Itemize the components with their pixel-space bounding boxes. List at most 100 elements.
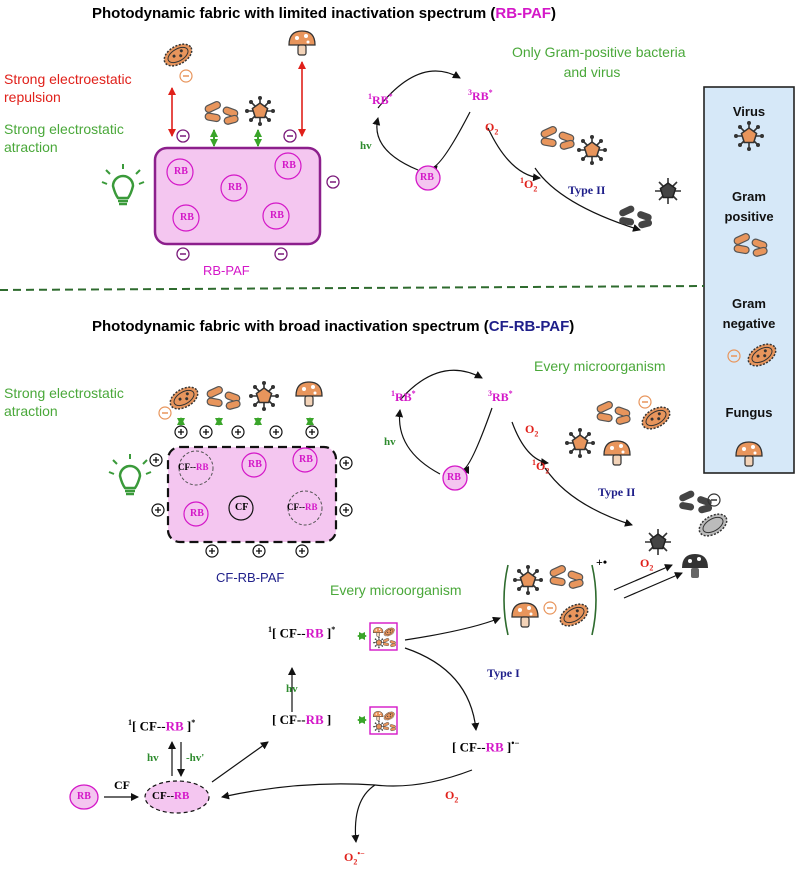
- triplet-rb-label: 3RB*: [468, 88, 493, 103]
- hv-label-3: hv: [147, 752, 159, 764]
- bracket-fungus: [511, 602, 539, 628]
- oxidation-arrow-1: [613, 564, 673, 591]
- fungus-icon: [288, 30, 316, 56]
- cf-rb-paf-rb-circles: [183, 447, 318, 527]
- minus-charge-icon: [179, 69, 193, 83]
- positive-charges: [149, 425, 353, 558]
- inactivated-bacteria: [618, 204, 653, 230]
- type2-label-2: Type II: [598, 485, 636, 499]
- bottom-attraction-arrows: [177, 417, 314, 426]
- cf-rb-complex-label: CF--RB: [152, 790, 190, 802]
- cf-rb-label: CF--RB: [287, 502, 318, 512]
- virus-target-2: [564, 427, 596, 459]
- positive-charge-crosses: [153, 429, 349, 554]
- radical-cation-charge: +•: [596, 555, 608, 569]
- rb-label: RB: [180, 212, 194, 223]
- hv-label-4: hv: [286, 683, 298, 695]
- rb-label: RB: [270, 210, 284, 221]
- rb-ground-state: [415, 165, 441, 191]
- cf-rb-paf-label: CF-RB-PAF: [216, 570, 285, 585]
- singlet-rb-label-2: 1RB*: [391, 389, 416, 404]
- rb-label: RB: [190, 508, 204, 519]
- hv-arrow: [372, 117, 419, 171]
- gram-positive-target-2: [595, 399, 632, 426]
- cf-arrow-label: CF: [114, 778, 130, 792]
- gram-negative-icon: [159, 38, 197, 72]
- rb-ground-label-2: RB: [447, 472, 461, 483]
- microbe-binding-arrow: [211, 741, 269, 783]
- radical-anion-label: [ CF--RB ]•−: [452, 738, 520, 755]
- rb-paf-fabric: [153, 146, 322, 246]
- top-title: Photodynamic fabric with limited inactiv…: [92, 5, 556, 22]
- superoxide-arrow: [351, 784, 376, 843]
- section-divider: [0, 285, 705, 291]
- cf-rb-complex-ground: [144, 780, 210, 814]
- rb-paf-rb-circles: [166, 152, 302, 232]
- excited-complex-label: 1[ CF--RB ]*: [128, 718, 196, 734]
- type1-arrow-down: [404, 647, 480, 731]
- inactivated-virus-2: [644, 528, 672, 556]
- inactivated-bacteria-2: [678, 489, 713, 515]
- rb-paf-label: RB-PAF: [203, 263, 250, 278]
- singlet-oxygen-label: 1O2: [520, 176, 538, 194]
- cf-rb-paf-fabric: [166, 445, 338, 544]
- fungus-icon-2: [295, 381, 323, 407]
- o2-label: O2: [485, 120, 499, 137]
- singlet-rb-label: 1RB*: [368, 92, 393, 107]
- rb-start-label: RB: [77, 791, 91, 802]
- virus-icon-2: [248, 380, 280, 412]
- legend-virus-label: Virus: [732, 104, 766, 119]
- type1-label: Type I: [487, 666, 520, 680]
- light-bulb-icon: [100, 162, 146, 206]
- o2-arrow: [487, 127, 541, 182]
- singlet-oxygen-label-2: 1O2: [532, 458, 550, 476]
- gram-positive-target: [539, 124, 576, 151]
- minus-hv-label: -hv': [186, 752, 205, 764]
- cf-circle: [228, 495, 254, 521]
- legend-panel: [703, 86, 795, 474]
- hv-label-2: hv: [384, 436, 396, 448]
- cf-label: CF: [235, 502, 249, 513]
- microbe-box-1-content: [372, 709, 397, 733]
- rb-label: RB: [282, 160, 296, 171]
- oxidation-arrow-2: [623, 572, 683, 599]
- bottom-title: Photodynamic fabric with broad inactivat…: [92, 318, 575, 335]
- isc-arrow-2: [399, 369, 483, 401]
- bracket-right: [591, 564, 597, 636]
- inactivated-virus: [654, 177, 682, 205]
- isc-arrow: [377, 70, 461, 109]
- bracket-rods: [548, 563, 585, 590]
- superoxide-label: O2•−: [344, 849, 365, 867]
- legend-fungus-label: Fungus: [725, 405, 773, 420]
- virus-icon: [244, 95, 276, 127]
- type1-arrow-up: [404, 616, 501, 641]
- cf-rb-label: CF--RB: [178, 462, 209, 472]
- rb-label: RB: [228, 182, 242, 193]
- bound-complex-label: [ CF--RB ]: [272, 712, 332, 727]
- excited-bound-complex-label: 1[ CF--RB ]*: [268, 625, 336, 641]
- hv-arrow-2: [395, 409, 441, 475]
- o2-arrow-2: [511, 421, 549, 467]
- o2-label-3: O2: [640, 556, 654, 573]
- type2-label: Type II: [568, 183, 606, 197]
- rb-label: RB: [174, 166, 188, 177]
- o2-label-2: O2: [525, 422, 539, 439]
- virus-target: [576, 134, 608, 166]
- cf-rb-complex-circles: [178, 450, 323, 526]
- gram-positive-icon-2: [205, 384, 242, 411]
- inactivated-gram-negative: [694, 508, 732, 542]
- rb-label: RB: [248, 459, 262, 470]
- every-microorganism-label-2: Every microorganism: [330, 582, 462, 598]
- inactivated-fungus: [682, 554, 708, 578]
- microbe-box-1: [369, 706, 398, 735]
- microbe-box-2-content: [372, 625, 397, 649]
- rb-ground-label: RB: [420, 172, 434, 183]
- fungus-target-2: [603, 440, 631, 466]
